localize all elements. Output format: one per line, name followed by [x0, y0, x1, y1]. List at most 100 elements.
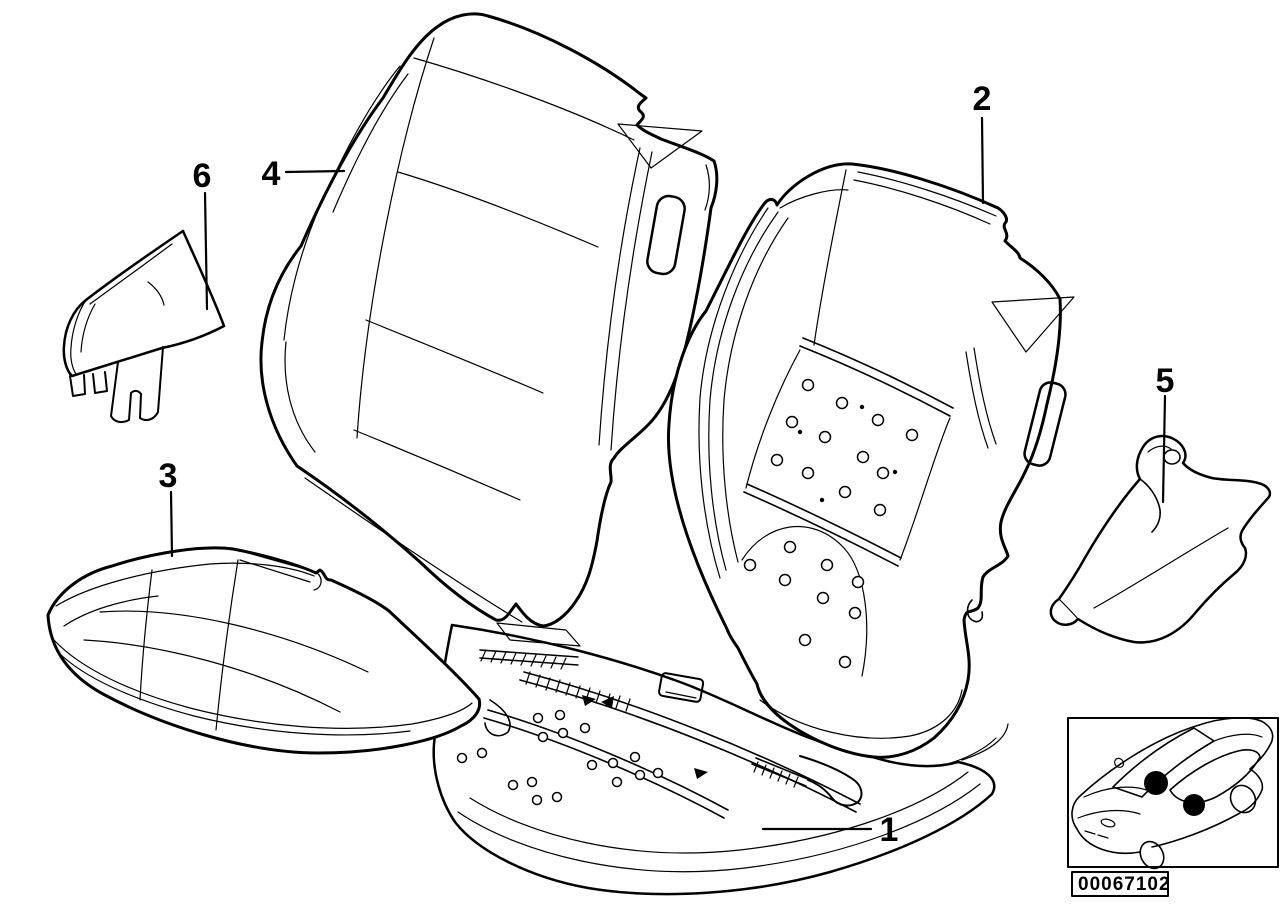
trim-left-inner-line: [89, 243, 173, 305]
cushion-pad-left-curl: [484, 699, 511, 737]
callout-6-leader: [203, 191, 209, 311]
backrest-sport-wing-edge1: [965, 351, 989, 449]
callout-5[interactable]: 5: [1156, 362, 1175, 504]
cushion-cover-flap-curl: [313, 571, 322, 591]
vehicle-inset: 00067102: [1067, 717, 1279, 897]
trim-left-arch2: [80, 303, 96, 353]
car-icon: [1071, 717, 1274, 870]
backrest-sport-top-inner2: [853, 179, 991, 225]
part-cushion-cover: [46, 546, 482, 755]
backrest-sport-top-inner1: [857, 171, 997, 217]
backrest-sport-hook-detail: [966, 599, 984, 623]
backrest-plain-bottom-hem: [304, 477, 523, 623]
backrest-plain-right-bolster-line2: [610, 151, 653, 451]
backrest-sport-perforations-lower: [743, 540, 865, 669]
backrest-sport-panel-left-edge: [745, 349, 801, 489]
backrest-sport-band1-a: [799, 345, 951, 417]
backrest-sport-perforations-upper: [770, 378, 919, 517]
backrest-plain-vertical-seam: [356, 37, 435, 439]
backrest-plain-slot: [646, 194, 686, 276]
part-backrest-cover-sport: [666, 162, 1075, 759]
callout-2[interactable]: 2: [973, 80, 992, 205]
trim-right-body: [1049, 434, 1272, 644]
callout-2-leader: [980, 116, 985, 205]
cushion-pad-bolster-line1: [457, 783, 981, 873]
trim-left-surface-arc: [147, 281, 165, 306]
backrest-sport-band2-b: [746, 483, 902, 559]
callout-4[interactable]: 4: [262, 155, 346, 193]
backrest-sport-lower-dome: [741, 525, 868, 677]
callout-6[interactable]: 6: [193, 157, 212, 311]
trim-right-roll-line: [1058, 598, 1079, 620]
front-seat-marker: [1144, 771, 1168, 795]
part-backrest-cover-plain: [259, 12, 719, 628]
cushion-pad-strap-hatching: [480, 649, 567, 670]
cushion-pad-perforations: [456, 709, 664, 806]
cushion-pad-right-hem1: [961, 723, 1009, 761]
trim-right-sweep-line: [1093, 527, 1229, 609]
cushion-pad-rail1-a: [519, 679, 857, 813]
cushion-cover-skirt-line1: [53, 639, 473, 729]
cushion-pad-rail2-a: [483, 717, 725, 819]
callout-3[interactable]: 3: [159, 457, 178, 558]
cushion-pad-arrow-2: [601, 696, 614, 708]
callout-3-number[interactable]: 3: [159, 457, 178, 495]
backrest-plain-seam-1: [397, 171, 599, 248]
car-headlight: [1100, 818, 1116, 828]
cushion-cover-back-flap: [233, 548, 317, 583]
cushion-cover-top-roll: [55, 562, 315, 607]
backrest-plain-wing-edge: [704, 164, 710, 211]
callout-5-number[interactable]: 5: [1156, 362, 1175, 400]
cushion-cover-seam-a: [99, 610, 369, 673]
backrest-plain-top-edge-inner: [413, 57, 635, 141]
backrest-plain-outline: [259, 12, 719, 628]
cushion-pad-strap-b: [479, 657, 579, 666]
part-number-text: 00067102: [1078, 874, 1171, 895]
callout-1[interactable]: 1: [761, 811, 899, 849]
callout-1-number[interactable]: 1: [880, 811, 899, 849]
car-grille: [1084, 830, 1109, 839]
part-cushion-pad: [432, 622, 1009, 896]
callout-2-number[interactable]: 2: [973, 80, 992, 118]
car-rear-wheel: [1229, 784, 1257, 814]
backrest-plain-seam-3: [353, 429, 521, 501]
backrest-sport-bolster-line2: [708, 211, 779, 571]
cushion-pad-rail1-b: [523, 671, 861, 805]
callouts: 1 2 3 4 5 6: [159, 80, 1175, 849]
part-number-box: [1071, 871, 1169, 897]
trim-left-foot1: [69, 374, 86, 397]
car-roof-line: [1213, 733, 1263, 742]
callout-3-leader: [169, 490, 174, 558]
backrest-sport-bottom-hem: [759, 689, 963, 739]
cushion-pad-arrow-1: [582, 695, 596, 706]
backrest-plain-bolster-arc: [284, 341, 316, 453]
callout-5-leader: [1161, 394, 1167, 504]
backrest-sport-bolster-line3: [722, 217, 789, 563]
cushion-cover-skirt-line2: [57, 651, 411, 736]
backrest-plain-headrest-fold: [283, 65, 401, 341]
callout-4-leader: [284, 169, 346, 174]
callout-4-number[interactable]: 4: [262, 155, 281, 193]
backrest-sport-band2-a: [743, 491, 899, 567]
cushion-pad-bolster-line2: [469, 771, 969, 854]
rear-seat-marker: [1183, 794, 1205, 816]
cushion-cover-bolster-arc: [63, 595, 159, 627]
cushion-pad-right-hem2: [939, 737, 997, 767]
cushion-pad-buckle: [658, 672, 705, 703]
backrest-plain-headrest-fold2: [332, 73, 409, 213]
trim-left-foot3: [110, 346, 164, 424]
cushion-cover-cross-seam1: [215, 559, 239, 731]
cushion-cover-seam-b: [83, 639, 341, 713]
callout-6-number[interactable]: 6: [193, 157, 212, 195]
trim-left-foot2: [92, 371, 108, 394]
cushion-cover-outline: [46, 546, 482, 755]
cushion-pad-back-flap: [496, 622, 581, 647]
backrest-plain-right-bolster-line1: [598, 147, 641, 446]
trim-right-hook-inner: [1147, 445, 1172, 453]
trim-left-body: [62, 229, 226, 378]
backrest-sport-bolster-line1: [698, 207, 769, 579]
backrest-sport-slot: [1023, 381, 1067, 467]
backrest-sport-headrest-seam: [813, 169, 847, 346]
